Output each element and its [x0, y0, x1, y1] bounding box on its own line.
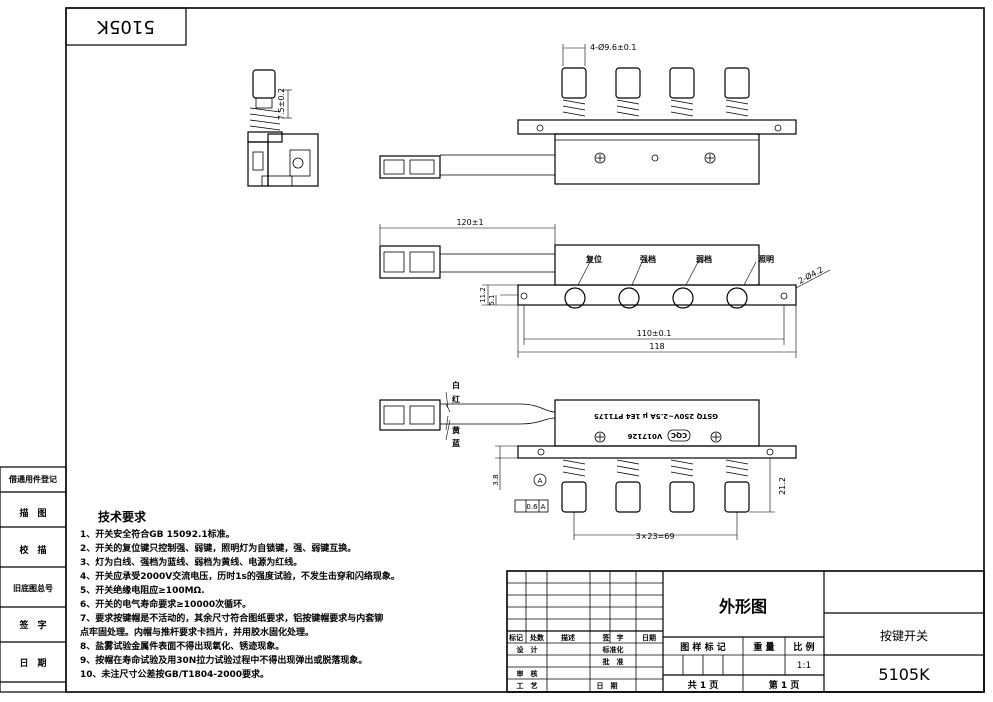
total-sheets: 共 1 页	[688, 679, 719, 691]
tech-heading: 技术要求	[98, 509, 147, 524]
tech-item: 9、按帽在寿命试验及用30N拉力试验过程中不得出现弹出或脱落现象。	[80, 654, 367, 666]
side-label-3: 旧底图总号	[13, 583, 53, 593]
side-label-5: 日 期	[19, 657, 46, 669]
wire-label-blue: 蓝	[452, 438, 460, 448]
housing-line-2: V017126	[628, 432, 663, 440]
side-registry-table: 借通用件登记 描 图 校 描 旧底图总号 签 字 日 期	[0, 466, 67, 693]
scale-value: 1:1	[797, 661, 811, 671]
label-approve: 批 准	[603, 657, 624, 666]
col-sign: 签 字	[602, 633, 624, 642]
tech-item: 8、盐雾试验金属件表面不得出现氧化、锈迹现象。	[80, 640, 284, 652]
datum-a: A	[538, 477, 543, 485]
dim-wire-len: 120±1	[456, 218, 483, 227]
dim-hole-dia: 2-Ø4.2	[796, 264, 825, 286]
product-name: 按键开关	[880, 629, 928, 643]
tech-requirements: 技术要求 1、开关安全符合GB 15092.1标准。 2、开关的复位键只控制强、…	[80, 509, 400, 680]
drawing-title: 外形图	[718, 597, 767, 616]
dim-h51: 5.1	[488, 294, 496, 305]
sheet-number: 第 1 页	[769, 679, 800, 691]
label-sample-mark: 图 样 标 记	[680, 641, 725, 653]
btn-label-strong: 强档	[640, 254, 656, 264]
label-standard: 标准化	[602, 645, 624, 654]
side-view: 7.5±0.2	[247, 69, 319, 187]
housing-line-1: GSTQ 250V~2.5A μ 1E4 PT1175	[594, 412, 718, 420]
dim-height: 7.5±0.2	[277, 88, 286, 120]
label-design: 设 计	[517, 645, 538, 654]
tech-item: 5、开关绝缘电阻应≥100MΩ.	[80, 584, 205, 596]
side-label-4: 签 字	[18, 619, 46, 631]
wire-label-red: 红	[452, 394, 460, 404]
dim-total-len: 118	[649, 342, 664, 351]
tech-item: 7、要求按键帽是不活动的，其余尺寸符合图纸要求，铝按键帽要求与内套铆	[80, 612, 383, 624]
label-review: 审 核	[517, 669, 538, 678]
col-count: 处数	[529, 633, 545, 642]
tech-item: 2、开关的复位键只控制强、弱键，照明灯为自锁键，强、弱键互换。	[80, 542, 356, 554]
side-label-1: 描 图	[19, 507, 46, 519]
side-label-2: 校 描	[19, 544, 46, 556]
tech-item: 10、未注尺寸公差按GB/T1804-2000要求。	[80, 668, 269, 680]
bottom-view: 白 红 黄 蓝 GSTQ 250V~2.5A μ 1E4 PT1175 V017…	[379, 380, 797, 541]
tech-item: 点牢固处理。内帽与推杆要求卡挡片，并用胶水固化处理。	[80, 626, 314, 638]
tech-item: 6、开关的电气寿命要求≥10000次循环。	[80, 598, 251, 610]
btn-label-weak: 弱档	[696, 254, 712, 264]
label-date: 日 期	[597, 681, 618, 690]
label-ratio: 比 例	[793, 641, 814, 653]
tech-item: 4、开关应承受2000V交流电压，历时1s的强度试验，不发生击穿和闪络现象。	[80, 570, 400, 582]
part-number-flipped: 5105K	[96, 16, 155, 37]
cqc-mark: CQC	[671, 431, 687, 439]
top-view: 4-Ø9.6±0.1	[379, 42, 797, 185]
tech-item: 1、开关安全符合GB 15092.1标准。	[80, 528, 235, 540]
wire-label-yellow: 黄	[452, 425, 460, 435]
btn-label-light: 照明	[758, 255, 774, 264]
title-block: 标记 处数 描述 签 字 日期 设 计 标准化 批 准 审 核 工 艺 日 期 …	[506, 570, 985, 693]
dim-h212: 21.2	[778, 477, 787, 495]
part-number-box	[65, 7, 187, 46]
dim-pitch: 3×23=69	[636, 532, 675, 541]
flatness-value: 0.6	[526, 503, 538, 511]
flatness-ref: A	[541, 503, 546, 511]
label-process: 工 艺	[517, 681, 538, 690]
col-mark: 标记	[508, 633, 523, 642]
part-code: 5105K	[878, 665, 930, 684]
col-desc: 描述	[561, 633, 575, 642]
tech-item: 3、灯为白线、强档为蓝线、弱档为黄线、电源为红线。	[80, 556, 302, 568]
col-date: 日期	[642, 633, 656, 642]
side-label-0: 借通用件登记	[8, 474, 57, 484]
front-view: 120±1 复位 强档 弱档 照明 2-Ø4.2 11.2 5.1 110±0.…	[379, 218, 831, 358]
dim-h112: 11.2	[479, 287, 487, 303]
wire-label-white: 白	[452, 380, 460, 390]
dim-cap-dia: 4-Ø9.6±0.1	[590, 42, 636, 52]
label-weight: 重 量	[753, 641, 774, 653]
btn-label-reset: 复位	[585, 254, 602, 264]
dim-hole-pitch: 110±0.1	[637, 329, 672, 338]
dim-h38: 3.8	[492, 474, 500, 485]
